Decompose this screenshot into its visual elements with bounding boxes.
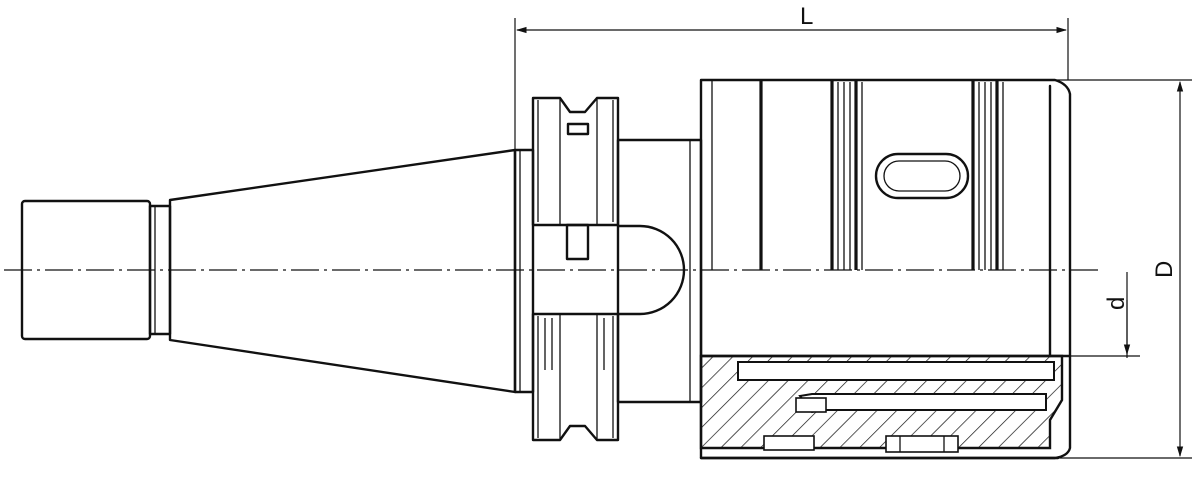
taper-shank	[168, 148, 517, 394]
flange	[513, 96, 620, 442]
dimension-label-d-outer: D	[1151, 261, 1178, 278]
dimension-length	[514, 18, 1069, 150]
dimension-label-d-bore: d	[1103, 297, 1130, 310]
section-view	[699, 354, 1064, 460]
dimension-label-l: L	[800, 3, 813, 30]
dimension-outer-diameter	[1055, 79, 1192, 459]
dimension-bore-diameter	[1070, 272, 1140, 358]
retention-knob	[20, 199, 172, 341]
neck	[616, 138, 703, 404]
